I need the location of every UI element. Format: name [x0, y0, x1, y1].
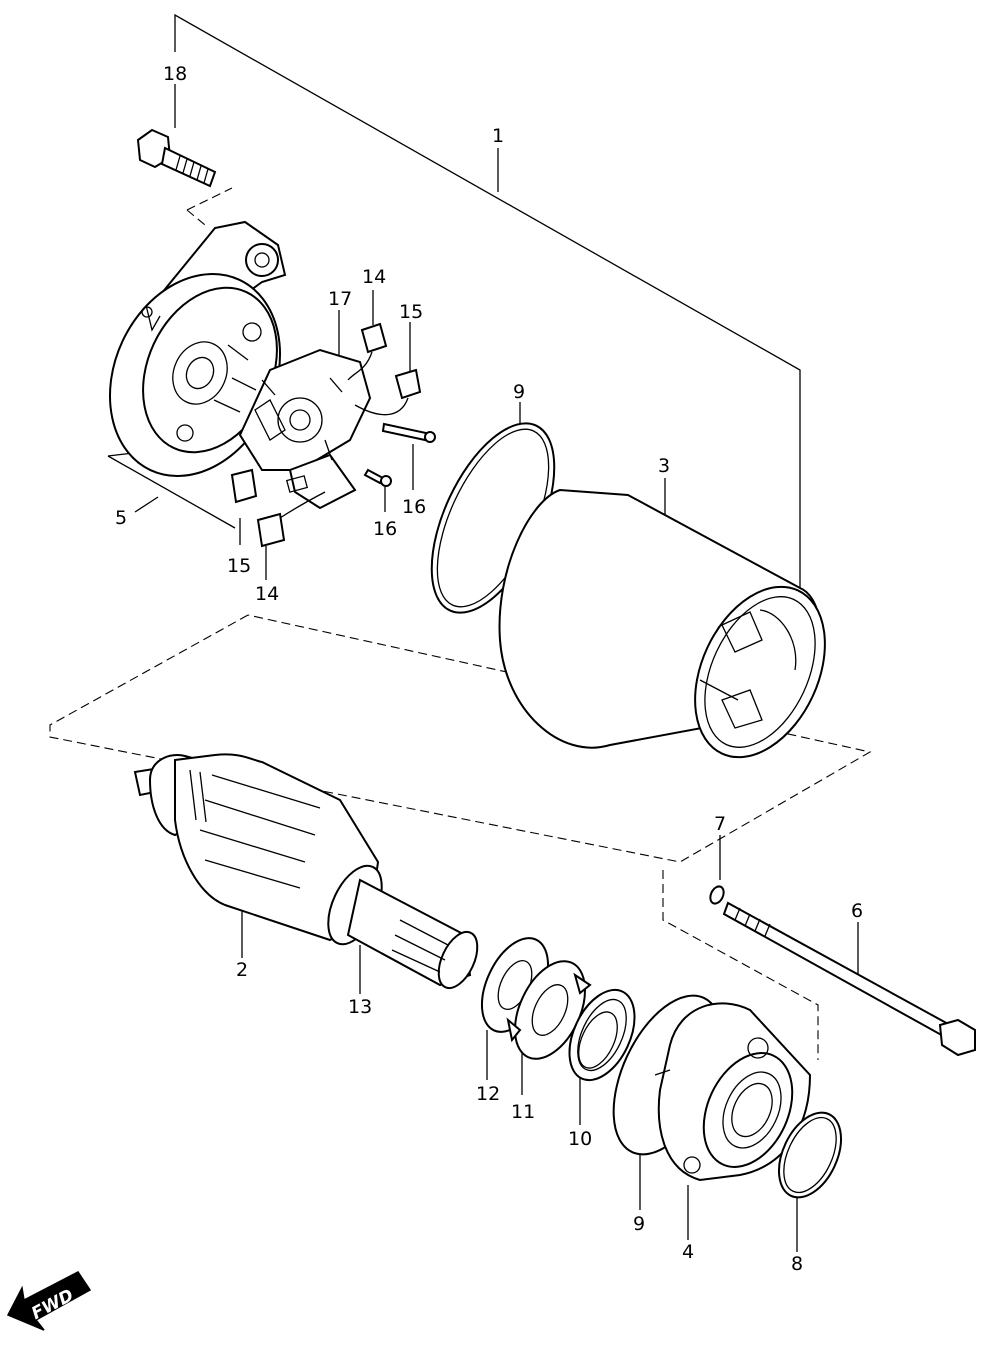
yoke-housing-3 [498, 488, 826, 759]
washer-7 [709, 885, 725, 905]
callout-2: 2 [236, 959, 248, 981]
callout-9: 9 [513, 381, 525, 403]
callout-14: 14 [255, 583, 279, 605]
callout-11: 11 [511, 1101, 535, 1123]
callout-labels: 18 1 14 17 15 9 3 16 16 5 15 14 7 6 2 13… [115, 63, 863, 1275]
brush-14-lower [256, 491, 326, 548]
callout-17: 17 [328, 288, 352, 310]
brush-15-upper [354, 368, 422, 416]
callout-15: 15 [399, 301, 423, 323]
callout-7: 7 [714, 813, 726, 835]
callout-5: 5 [115, 507, 127, 529]
bolt-18 [136, 128, 217, 188]
screw-16-lower [363, 468, 392, 487]
arrow-left-down-icon [6, 1271, 92, 1331]
through-bolt-6 [722, 901, 976, 1057]
callout-16: 16 [373, 518, 397, 540]
callout-14: 14 [362, 266, 386, 288]
o-ring-8 [778, 1111, 842, 1199]
assembly-bracket-line [174, 13, 801, 588]
front-cover-4 [654, 1002, 812, 1182]
callout-1: 1 [492, 125, 504, 147]
screw-16-upper [381, 422, 436, 443]
callout-9: 9 [633, 1213, 645, 1235]
brush-holder-17 [238, 348, 372, 510]
brush-15-lower [230, 468, 258, 504]
rear-cover-5 [108, 220, 287, 477]
callout-16: 16 [402, 496, 426, 518]
callout-6: 6 [851, 900, 863, 922]
armature-2 [133, 753, 479, 990]
brush-14-upper [347, 322, 388, 381]
callout-10: 10 [568, 1128, 592, 1150]
callout-13: 13 [348, 996, 372, 1018]
callout-18: 18 [163, 63, 187, 85]
callout-8: 8 [791, 1253, 803, 1275]
callout-15: 15 [227, 555, 251, 577]
oil-seal-10 [568, 988, 636, 1082]
callout-4: 4 [682, 1241, 694, 1263]
callout-12: 12 [476, 1083, 500, 1105]
fwd-direction-arrow: FWD [6, 1271, 92, 1331]
callout-3: 3 [658, 455, 670, 477]
